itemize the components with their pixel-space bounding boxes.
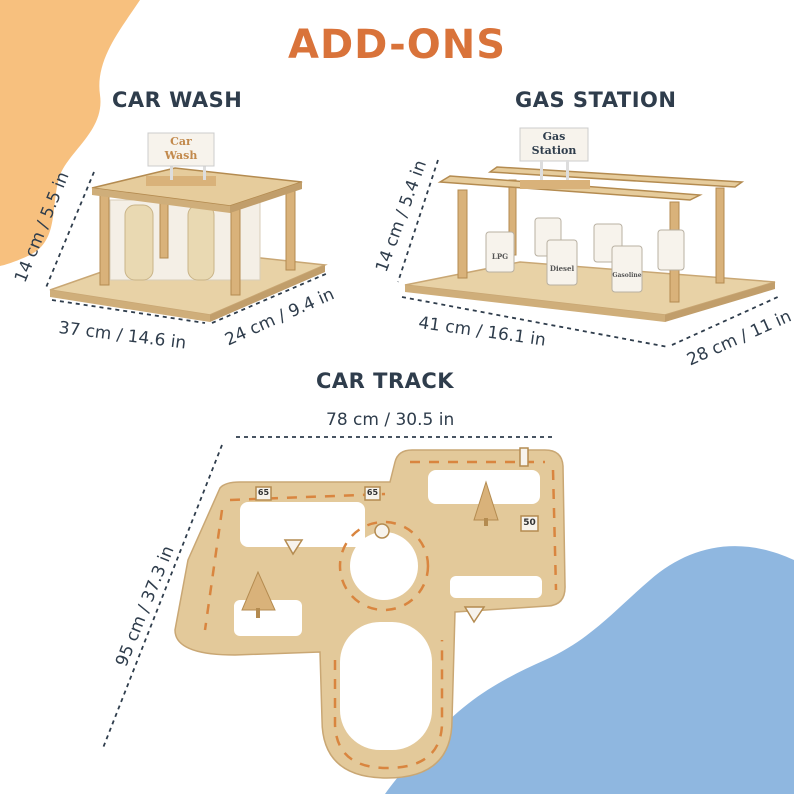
dim-line-gas-width xyxy=(401,296,669,348)
gas-station-sign-line-2: Station xyxy=(531,144,577,157)
car-track-width-label: 78 cm / 30.5 in xyxy=(326,410,455,430)
traffic-light xyxy=(519,447,529,467)
speed-sign-3-label: 50 xyxy=(523,518,536,528)
pump-label-lpg: LPG xyxy=(491,252,509,261)
blue-blob xyxy=(385,546,794,794)
page-title: ADD-ONS xyxy=(288,22,506,68)
car-wash-sign-line-2: Wash xyxy=(164,149,198,162)
yield-sign xyxy=(283,539,304,556)
gas-station-sign-board xyxy=(519,127,589,162)
dim-line-gas-height xyxy=(397,159,439,283)
dim-line-track-height xyxy=(102,444,223,749)
dim-line-car-wash-height xyxy=(44,171,95,291)
lane-marking-roundabout xyxy=(338,520,430,612)
speed-sign-2 xyxy=(364,486,381,501)
pump-6 xyxy=(657,229,685,271)
circle-sign xyxy=(374,523,390,539)
orange-blob xyxy=(0,0,140,266)
lane-marking-right xyxy=(551,469,558,591)
car-wash-sign-board xyxy=(147,132,215,167)
pump-3 xyxy=(546,239,578,286)
dim-line-gas-depth xyxy=(671,295,781,346)
dim-line-car-wash-depth xyxy=(211,272,329,324)
speed-sign-2-label: 65 xyxy=(366,488,379,497)
brush-left xyxy=(124,204,154,281)
car-wash-heading: CAR WASH xyxy=(112,88,243,112)
car-wash-sign-line-1: Car xyxy=(170,135,192,148)
pump-5 xyxy=(611,245,643,293)
pump-1 xyxy=(485,231,515,273)
lane-marking-left xyxy=(203,509,224,631)
speed-sign-1 xyxy=(255,486,272,501)
warning-sign xyxy=(463,606,486,624)
tree-1 xyxy=(241,570,276,618)
gas-station-sign-line-1: Gas xyxy=(542,130,566,143)
pump-label-gasoline: Gasoline xyxy=(612,272,642,279)
car-track-heading: CAR TRACK xyxy=(316,369,455,393)
dim-line-car-wash-width xyxy=(51,299,206,324)
tree-2 xyxy=(473,480,499,526)
speed-sign-1-label: 65 xyxy=(257,488,270,497)
pump-label-diesel: Diesel xyxy=(549,264,575,273)
roundabout-center xyxy=(350,532,418,600)
car-wash-sign: Car Wash xyxy=(148,135,214,163)
track-hole-5 xyxy=(340,622,432,750)
gas-station-sign: Gas Station xyxy=(520,130,588,158)
gas-station-heading: GAS STATION xyxy=(515,88,677,112)
lane-marking-bottom xyxy=(333,640,444,770)
track-hole-4 xyxy=(450,576,542,598)
speed-sign-3 xyxy=(520,515,539,532)
track-hole-1 xyxy=(240,502,365,547)
